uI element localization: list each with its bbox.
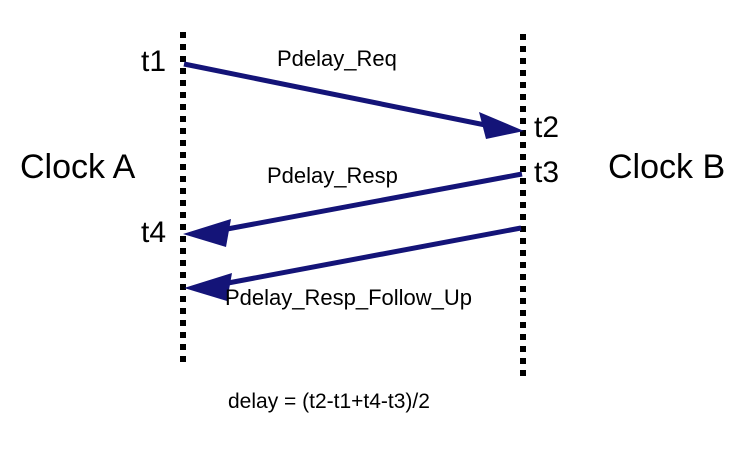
pdelay-req-arrow (183, 61, 524, 139)
timestamp-label-t4: t4 (141, 216, 167, 249)
message-label-pdelay-req: Pdelay_Req (277, 46, 397, 71)
timestamp-label-t3: t3 (534, 156, 560, 189)
timestamp-label-t2: t2 (534, 111, 560, 144)
timestamp-label-t1: t1 (141, 45, 167, 78)
pdelay-resp-arrow (183, 171, 523, 247)
clock-b-label: Clock B (608, 148, 726, 186)
message-label-pdelay-resp-follow-up: Pdelay_Resp_Follow_Up (225, 285, 473, 310)
pdelay-resp-follow-up-arrow (184, 225, 522, 301)
clock-a-label: Clock A (20, 148, 136, 186)
message-label-pdelay-resp: Pdelay_Resp (267, 163, 398, 188)
delay-formula: delay = (t2-t1+t4-t3)/2 (228, 390, 430, 413)
